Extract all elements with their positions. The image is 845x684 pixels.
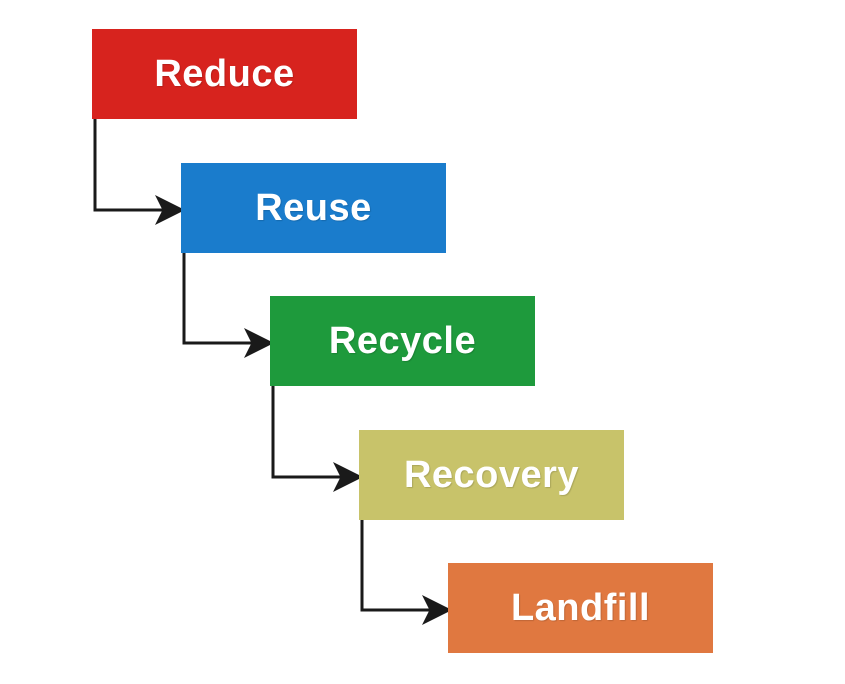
step-label: Reduce xyxy=(154,52,295,95)
step-recycle: Recycle xyxy=(270,296,535,386)
step-reuse: Reuse xyxy=(181,163,446,253)
arrow-reuse-to-recycle xyxy=(182,253,274,358)
step-label: Landfill xyxy=(510,586,651,629)
step-reduce: Reduce xyxy=(92,29,357,119)
step-label: Recovery xyxy=(403,453,580,496)
step-landfill: Landfill xyxy=(448,563,713,653)
arrow-reduce-to-reuse xyxy=(93,119,185,225)
step-label: Recycle xyxy=(328,319,477,362)
step-recovery: Recovery xyxy=(359,430,624,520)
arrow-recycle-to-recovery xyxy=(271,386,363,492)
arrow-recovery-to-landfill xyxy=(360,520,452,625)
step-label: Reuse xyxy=(255,186,372,229)
